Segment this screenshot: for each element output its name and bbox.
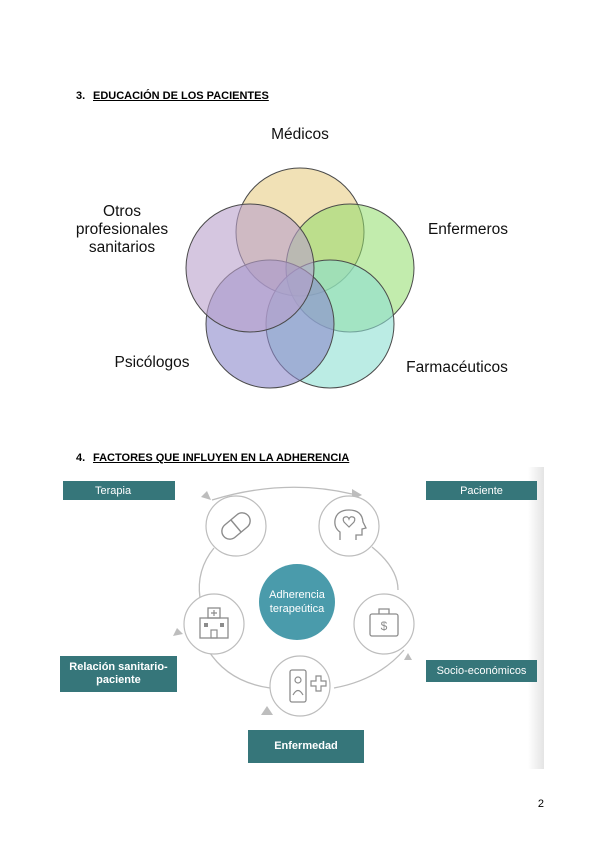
section-4-title: FACTORES QUE INFLUYEN EN LA ADHERENCIA bbox=[93, 452, 350, 464]
page-number: 2 bbox=[537, 798, 544, 810]
section-3-number: 3. bbox=[76, 90, 86, 102]
tag-paciente: Paciente bbox=[426, 481, 537, 500]
venn-label-otros: Otros profesionales sanitarios bbox=[66, 203, 178, 257]
tag-relacion-sanitario-paciente: Relación sanitario- paciente bbox=[60, 656, 177, 692]
tag-relacion-line1: Relación sanitario- bbox=[69, 661, 168, 673]
tag-relacion-line2: paciente bbox=[96, 674, 141, 686]
venn-label-medicos: Médicos bbox=[271, 126, 329, 143]
section-3-heading: 3. EDUCACIÓN DE LOS PACIENTES bbox=[76, 90, 269, 102]
venn-circle-medicos bbox=[235, 167, 365, 297]
venn-label-farmaceuticos: Farmacéuticos bbox=[406, 359, 508, 376]
venn-label-otros-line3: sanitarios bbox=[88, 239, 156, 256]
venn-label-otros-line1: Otros bbox=[103, 203, 141, 220]
section-3-title: EDUCACIÓN DE LOS PACIENTES bbox=[93, 90, 269, 102]
tag-enfermedad: Enfermedad bbox=[248, 730, 364, 763]
venn-circle-farmaceuticos bbox=[265, 259, 395, 389]
venn-label-psicologos: Psicólogos bbox=[114, 354, 190, 371]
venn-circle-otros bbox=[185, 203, 315, 333]
venn-circle-psicologos bbox=[205, 259, 335, 389]
panel-shadow-edge bbox=[528, 467, 544, 769]
tag-socio-economicos: Socio-económicos bbox=[426, 660, 537, 682]
adherence-diagram-panel bbox=[60, 467, 544, 769]
tag-terapia: Terapia bbox=[63, 481, 175, 500]
venn-circle-enfermeros bbox=[285, 203, 415, 333]
section-4-heading: 4. FACTORES QUE INFLUYEN EN LA ADHERENCIA bbox=[76, 452, 349, 464]
venn-label-enfermeros: Enfermeros bbox=[427, 221, 509, 238]
section-4-number: 4. bbox=[76, 452, 86, 464]
venn-label-otros-line2: profesionales bbox=[75, 221, 169, 238]
